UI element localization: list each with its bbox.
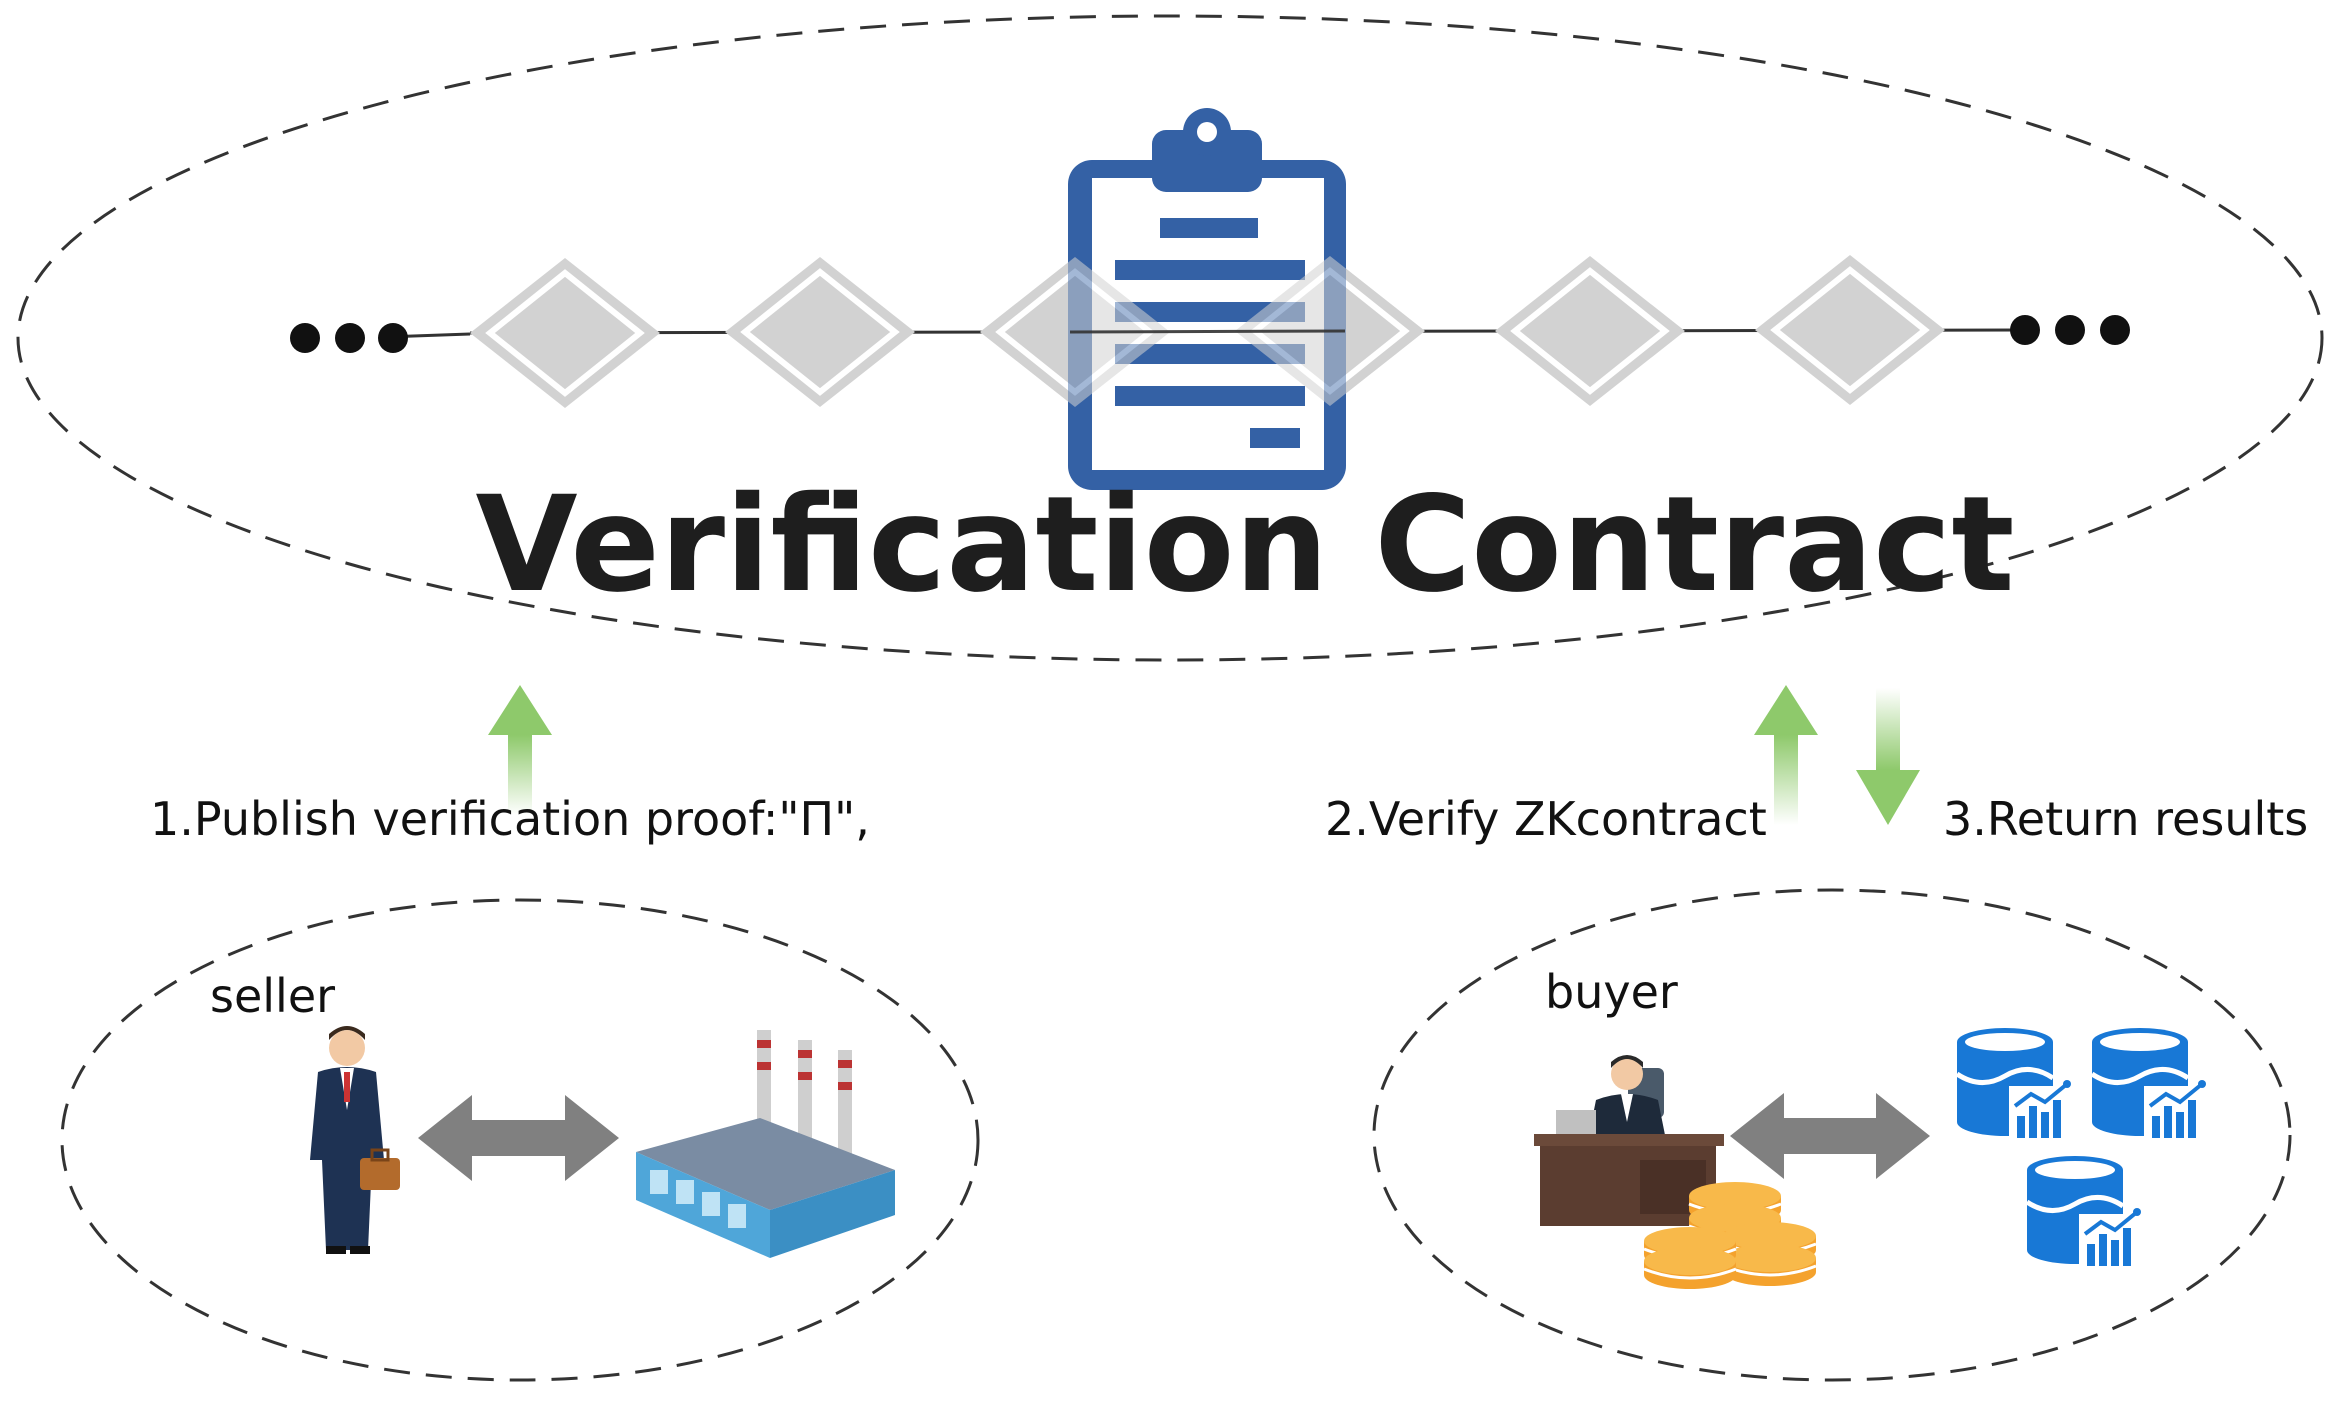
blockchain-region bbox=[16, 14, 2324, 662]
block-6 bbox=[1755, 255, 1945, 405]
buyer-region bbox=[1372, 888, 2292, 1382]
return-arrow-down bbox=[1856, 688, 1920, 825]
database-chart-icon-1 bbox=[1957, 1028, 2073, 1142]
chain-ellipsis-left bbox=[290, 323, 408, 353]
buyer-exchange-arrow bbox=[1730, 1093, 1930, 1179]
block-1 bbox=[470, 258, 660, 408]
block-5 bbox=[1495, 256, 1685, 406]
step-return-label: 3.Return results bbox=[1943, 792, 2308, 846]
database-chart-icon-2 bbox=[2092, 1028, 2208, 1142]
businessman-icon bbox=[310, 1026, 400, 1254]
step-verify-label: 2.Verify ZKcontract bbox=[1325, 792, 1767, 846]
buyer-label: buyer bbox=[1545, 965, 1678, 1019]
seller-label: seller bbox=[210, 969, 335, 1023]
block-2 bbox=[725, 257, 915, 407]
chain-ellipsis-right bbox=[2010, 315, 2130, 345]
publish-arrow-up bbox=[488, 685, 552, 815]
seller-region bbox=[60, 898, 980, 1382]
seller-exchange-arrow bbox=[418, 1095, 619, 1181]
person-at-desk-icon bbox=[1534, 1055, 1724, 1226]
factory-icon bbox=[636, 1030, 895, 1258]
database-chart-icon-3 bbox=[2027, 1156, 2143, 1270]
verify-arrow-up bbox=[1754, 685, 1818, 825]
step-publish-label: 1.Publish verification proof:"Π", bbox=[150, 792, 870, 846]
page-title: Verification Contract bbox=[475, 468, 2014, 622]
